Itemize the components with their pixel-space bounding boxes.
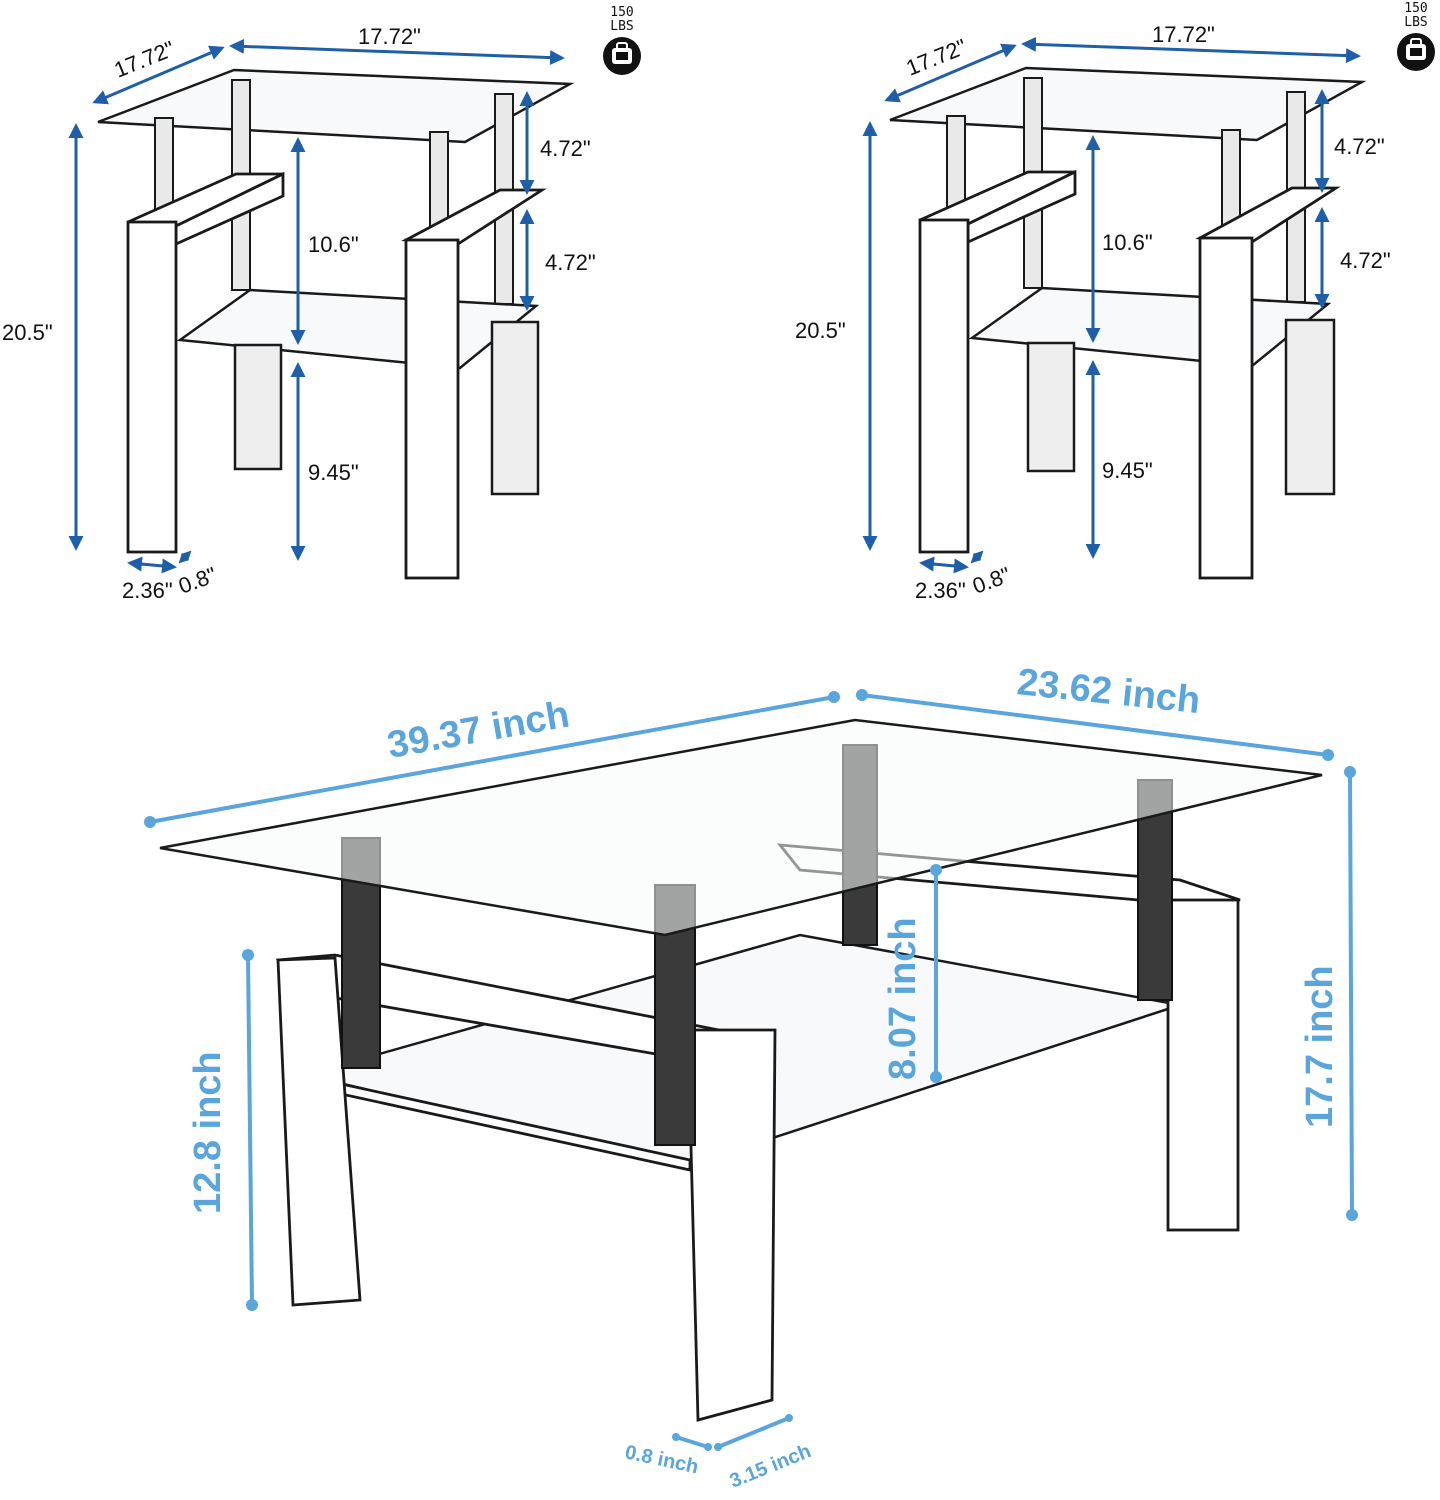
label-shelf-to-floor: 9.45" [308,460,359,485]
end-table-leg [1026,341,1076,473]
end-table-frame [1195,186,1341,244]
label-leg-width: 3.15 inch [727,1440,815,1492]
label-width: 17.72" [358,24,421,49]
end-table-right [889,66,1367,580]
end-table-leg [918,218,970,554]
end-table-dimension-arrows [68,36,1361,574]
coffee-table-glass-top [159,718,1323,937]
coffee-table-leg [276,956,362,1307]
end-table-leg [1284,318,1336,496]
label-leg-width: 2.36" [915,578,966,603]
label-leg-width: 2.36" [122,578,173,603]
label-lower-gap: 4.72" [545,250,596,275]
label-depth: 17.72" [903,34,971,81]
weight-value: 150 [1404,1,1427,16]
label-upper-gap: 4.72" [1334,134,1385,159]
label-upper-gap: 4.72" [540,136,591,161]
label-height: 20.5" [2,320,53,345]
coffee-table-dimension-lines [149,693,1354,1449]
coffee-table-leg [1166,898,1240,1232]
end-table-glass-shelf [176,288,540,370]
weight-icon [1397,33,1435,71]
label-leg-depth: 0.8" [969,562,1014,599]
label-height: 17.7 inch [1299,965,1341,1128]
weight-unit: LBS [610,19,633,34]
weight-value: 150 [610,5,633,20]
weight-unit: LBS [1404,15,1427,30]
label-depth: 17.72" [111,36,179,83]
label-lower-gap: 4.72" [1340,248,1391,273]
label-leg-depth: 0.8 inch [623,1441,700,1478]
weight-icon [603,37,641,75]
label-top-to-shelf: 10.6" [308,232,359,257]
end-table-leg [490,320,540,496]
end-table-left [97,68,575,580]
coffee-table [159,718,1323,1422]
label-leg-height: 12.8 inch [187,1051,229,1214]
end-table-left-labels: 17.72" 17.72" 20.5" 4.72" 4.72" 10.6" 9.… [2,24,596,603]
label-width: 17.72" [1152,22,1215,47]
label-leg-depth: 0.8" [175,562,220,599]
end-table-leg [404,238,460,580]
weight-badge-left: 150 LBS [603,5,641,75]
end-table-leg [233,343,283,471]
label-shelf-gap: 8.07 inch [882,917,924,1080]
label-length: 39.37 inch [384,694,572,767]
label-shelf-to-floor: 9.45" [1102,458,1153,483]
coffee-table-dimension-dots [144,689,1358,1451]
end-table-glass-shelf [968,286,1332,368]
end-table-frame [401,188,547,246]
coffee-table-leg [686,1028,777,1422]
label-top-to-shelf: 10.6" [1102,230,1153,255]
end-table-leg [126,220,178,554]
end-table-leg [1198,236,1254,580]
label-height: 20.5" [795,318,846,343]
weight-badge-right: 150 LBS [1397,1,1435,71]
label-width: 23.62 inch [1015,661,1202,722]
